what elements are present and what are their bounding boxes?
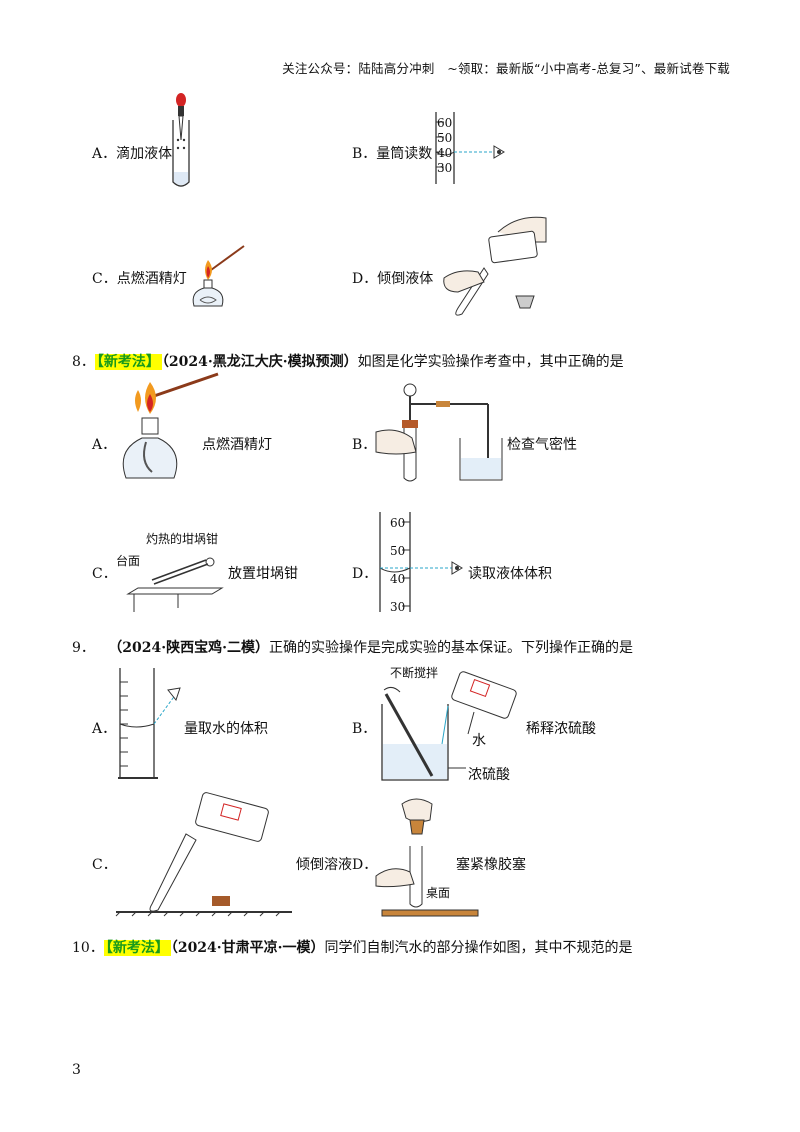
q7-b-tick-60: 60 (437, 116, 453, 130)
q8-option-c-text: 放置坩埚钳 (228, 566, 298, 582)
q8-option-d-text: 读取液体体积 (468, 566, 552, 582)
q8-c-label-table: 台面 (116, 554, 141, 568)
q10-number: 10． (72, 940, 104, 956)
q7-b-tick-40: 40 (437, 146, 453, 160)
q8-stem: 如图是化学实验操作考查中，其中正确的是 (357, 354, 624, 370)
q9-option-b-letter: B． (352, 721, 377, 737)
crucible-tongs-figure (126, 557, 224, 612)
q9-option-b-text: 稀释浓硫酸 (526, 721, 596, 737)
q9-source: （2024·陕西宝鸡·二模） (108, 640, 269, 656)
q9-line: 9． （2024·陕西宝鸡·二模）正确的实验操作是完成实验的基本保证。下列操作正… (72, 637, 633, 657)
q9-number: 9． (72, 640, 95, 656)
page-header: 关注公众号：陆陆高分冲刺 ~领取：最新版“小中高考-总复习”、最新试卷下载 (282, 61, 730, 76)
q7-b-tick-50: 50 (437, 131, 453, 145)
q10-tag: 【新考法】 (103, 940, 171, 956)
graduated-cylinder-figure (435, 112, 505, 184)
measuring-water-figure (118, 668, 181, 779)
q7-option-d: D．倾倒液体 (352, 271, 434, 287)
dilute-sulfuric-acid-figure (381, 671, 517, 781)
alcohol-lamp-match-figure (192, 245, 245, 307)
q8-d-tick-30: 30 (390, 600, 406, 614)
q8-option-a-letter: A． (92, 437, 117, 453)
q9-option-a-letter: A． (92, 721, 117, 737)
pouring-solution-figure (115, 792, 292, 917)
q8-tag: 【新考法】 (94, 354, 162, 370)
q8-option-b-letter: B． (352, 437, 377, 453)
q8-option-c-letter: C． (92, 566, 117, 582)
q9-stem: 正确的实验操作是完成实验的基本保证。下列操作正确的是 (269, 640, 633, 656)
q9-option-c-letter: C． (92, 857, 117, 873)
q8-option-d-letter: D． (352, 566, 378, 582)
q9-d-label-desk: 桌面 (426, 886, 451, 900)
q8-d-tick-60: 60 (390, 516, 406, 530)
q8-d-tick-40: 40 (390, 572, 406, 586)
q10-stem: 同学们自制汽水的部分操作如图，其中不规范的是 (324, 940, 633, 956)
q8-c-label-tongs: 灼热的坩埚钳 (146, 532, 219, 546)
q8-option-b-text: 检查气密性 (507, 437, 577, 453)
airtightness-check-figure (375, 383, 503, 482)
alcohol-lamp-lighting-figure (122, 372, 219, 479)
q9-option-d-letter: D． (352, 857, 378, 873)
q10-line: 10．【新考法】（2024·甘肃平凉·一模）同学们自制汽水的部分操作如图，其中不… (72, 937, 633, 957)
cylinder-reading-figure (379, 512, 463, 612)
q8-line: 8．【新考法】（2024·黑龙江大庆·模拟预测）如图是化学实验操作考查中，其中正… (72, 351, 624, 371)
q9-b-label-water: 水 (472, 733, 486, 749)
q7-option-c: C．点燃酒精灯 (92, 271, 187, 287)
pouring-liquid-figure (443, 216, 547, 316)
page-number: 3 (72, 1062, 81, 1078)
q8-number: 8． (72, 354, 95, 370)
q7-option-b: B．量筒读数 (352, 146, 433, 162)
dropper-test-tube-figure (172, 93, 190, 187)
q7-option-a: A．滴加液体 (92, 146, 173, 162)
q8-source: （2024·黑龙江大庆·模拟预测） (161, 354, 358, 370)
q9-option-a-text: 量取水的体积 (184, 721, 268, 737)
q7-b-tick-30: 30 (437, 161, 453, 175)
q9-option-d-text: 塞紧橡胶塞 (456, 857, 526, 873)
q8-d-tick-50: 50 (390, 544, 406, 558)
q10-source: （2024·甘肃平凉·一模） (170, 940, 325, 956)
q8-option-a-text: 点燃酒精灯 (202, 437, 272, 453)
q9-b-label-stir: 不断搅拌 (390, 666, 439, 680)
q9-option-c-text: 倾倒溶液 (296, 857, 352, 873)
rubber-stopper-figure (375, 798, 479, 917)
q9-b-label-acid: 浓硫酸 (468, 767, 510, 783)
